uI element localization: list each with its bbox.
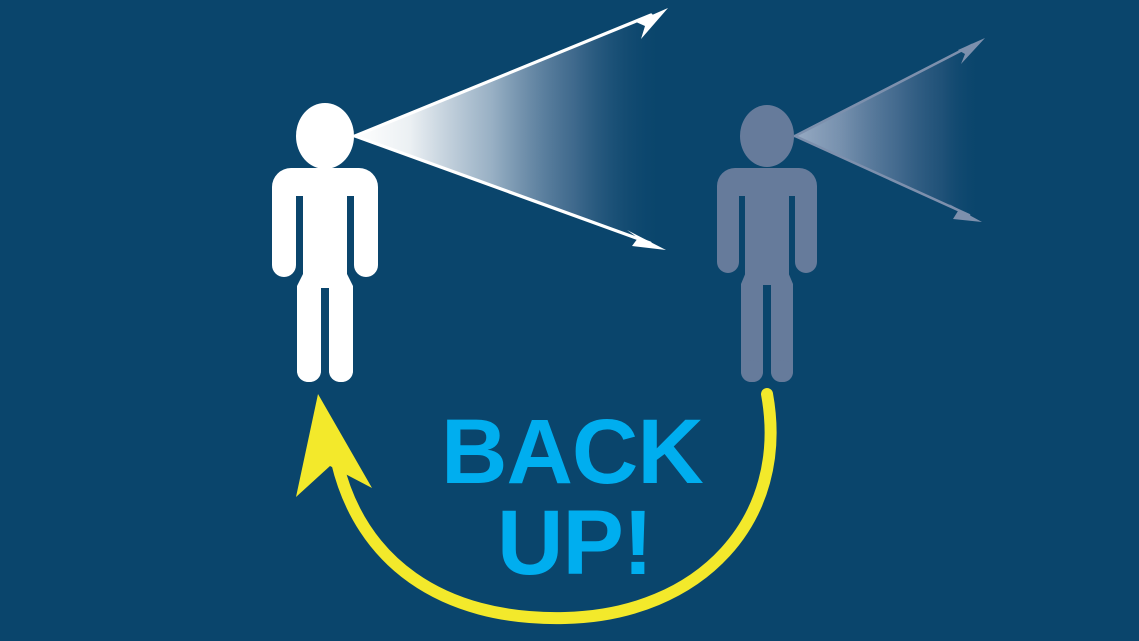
near-cone [353,8,668,250]
far-cone-lower-arrowhead [949,204,982,222]
far-cone-fill [795,42,979,218]
far-person-right-foot [771,360,793,382]
back-up-curved-arrow [296,388,777,625]
near-person-right-leg [329,274,353,382]
near-person-hips [303,196,347,288]
near-cone-upper-arrowhead [636,8,668,39]
near-cone-lower-ray [353,134,652,245]
far-cone [793,38,985,222]
far-person-left-leg [741,272,763,382]
curved-arrow-shaft [331,388,777,625]
far-cone-upper-ray [793,43,974,138]
near-person-right-foot [329,358,353,382]
near-cone-upper-ray [353,13,653,138]
curved-arrow-head [296,394,372,497]
near-person-figure [272,103,378,382]
far-person-figure [717,105,817,382]
near-cone-lower-arrowhead [627,230,666,250]
far-cone-lower-ray [793,134,971,217]
far-person-head [740,105,794,167]
far-person-hips [745,196,789,285]
far-cone-upper-arrowhead [958,38,985,64]
near-person-left-leg [297,274,321,382]
far-person-left-foot [741,360,763,382]
near-cone-fill [355,12,660,246]
far-person-right-leg [771,272,793,382]
near-person-left-foot [297,358,321,382]
near-person-head [296,103,354,169]
